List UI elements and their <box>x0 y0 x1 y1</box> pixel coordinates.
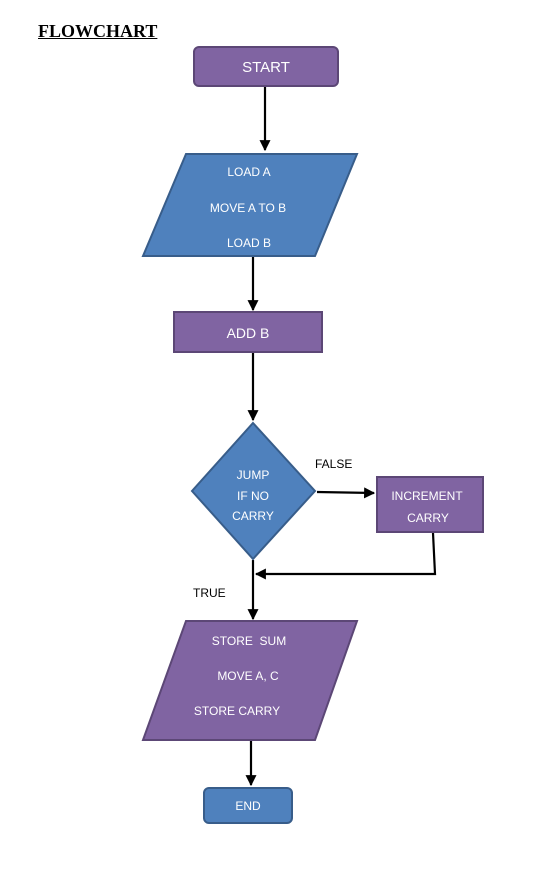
false-label: FALSE <box>315 457 352 471</box>
decision-line-3: CARRY <box>232 509 274 523</box>
load-node: LOAD A MOVE A TO B LOAD B <box>141 153 359 257</box>
decision-line-2: IF NO <box>237 489 269 503</box>
start-label: START <box>242 59 290 76</box>
increment-node: INCREMENT CARRY <box>376 476 484 533</box>
load-line-3: LOAD B <box>227 236 271 250</box>
start-node: START <box>193 46 339 87</box>
load-line-2: MOVE A TO B <box>210 201 286 215</box>
page-title: FLOWCHART <box>38 21 158 41</box>
end-label: END <box>235 799 261 813</box>
arrow-decision-to-increment <box>316 487 376 499</box>
store-line-3: STORE CARRY <box>194 704 280 718</box>
end-node: END <box>203 787 293 824</box>
decision-line-1: JUMP <box>237 468 270 482</box>
store-line-1: STORE SUM <box>212 634 286 648</box>
store-line-2: MOVE A, C <box>217 669 279 683</box>
add-node: ADD B <box>173 311 323 353</box>
load-line-1: LOAD A <box>227 165 270 179</box>
true-label: TRUE <box>193 586 226 600</box>
decision-node: JUMP IF NO CARRY <box>190 421 317 561</box>
increment-line-2: CARRY <box>407 511 449 525</box>
increment-line-1: INCREMENT <box>391 489 463 503</box>
store-node: STORE SUM MOVE A, C STORE CARRY <box>141 620 359 741</box>
arrow-increment-return <box>254 532 437 580</box>
add-label: ADD B <box>227 325 270 341</box>
